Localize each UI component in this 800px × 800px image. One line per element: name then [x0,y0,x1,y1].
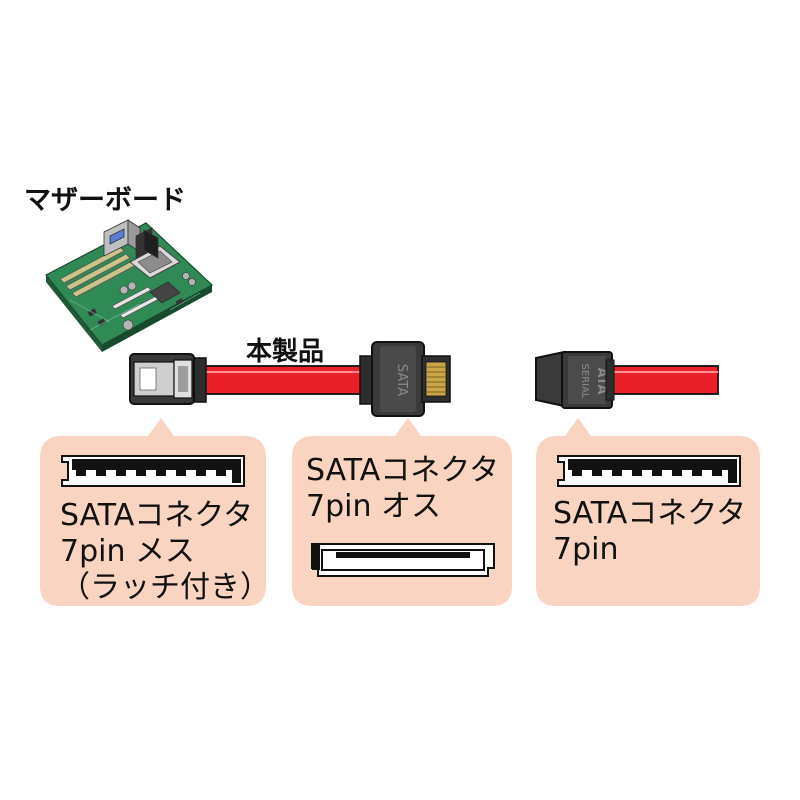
cable-product: SATA [129,341,451,417]
product-label: 本製品 [246,337,325,367]
callout-1-line-1: SATAコネクタ [60,498,254,533]
callout-2-line-2: 7pin オス [306,489,442,524]
male-connector-icon: SATA [359,341,451,417]
callout-box-3 [536,418,760,606]
female-port-icon [61,455,245,487]
callout-2-text: SATAコネクタ 7pin オス [306,453,499,525]
cable-device: SERIAL ATA [535,350,719,409]
callout-1-line-2: 7pin メス [60,534,196,569]
device-port-icon [557,455,741,487]
motherboard-illustration [45,219,214,352]
motherboard-label: マザーボード [24,185,186,216]
callout-box-1 [40,418,266,606]
svg-text:ATA: ATA [594,368,609,395]
svg-text:SERIAL: SERIAL [579,364,590,399]
callout-2-line-1: SATAコネクタ [306,453,500,488]
callout-1-line-3: （ラッチ付き） [60,570,270,605]
callout-box-2 [292,418,512,606]
latch-connector-icon [129,353,207,405]
callout-3-text: SATAコネクタ 7pin [553,496,746,568]
male-port-icon [311,543,495,577]
svg-text:SATA: SATA [394,364,409,396]
callout-1-text: SATAコネクタ 7pin メス （ラッチ付き） [60,498,270,606]
device-connector-icon: SERIAL ATA [535,350,615,409]
callout-3-line-1: SATAコネクタ [553,496,747,531]
callout-3-line-2: 7pin [553,532,619,567]
